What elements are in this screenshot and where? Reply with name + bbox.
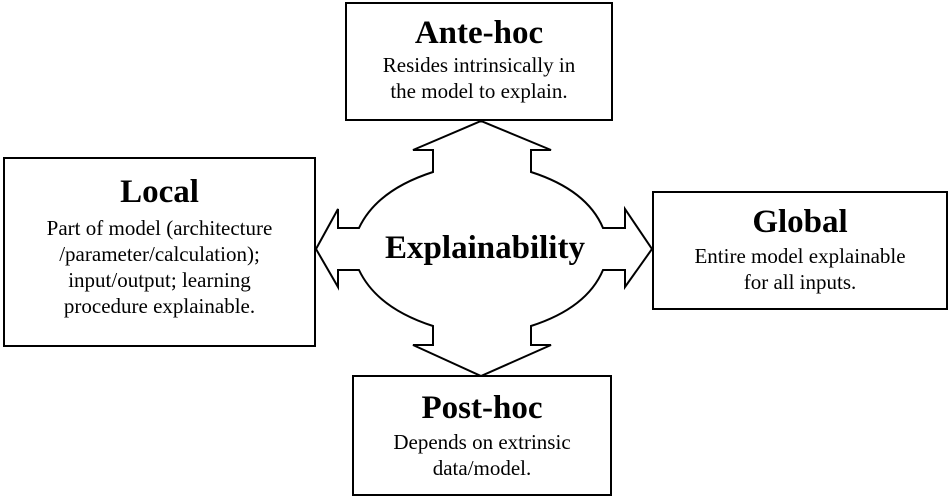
- local-desc-line-4: procedure explainable.: [63, 294, 256, 318]
- post-hoc-desc-line-1: Depends on extrinsic: [393, 430, 571, 454]
- ante-hoc-desc-line-2: the model to explain.: [390, 79, 568, 103]
- post-hoc-box: Post-hoc Depends on extrinsic data/model…: [352, 375, 612, 496]
- local-desc-line-3: input/output; learning: [68, 268, 251, 292]
- local-desc-line-2: /parameter/calculation);: [59, 242, 260, 266]
- global-desc-line-1: Entire model explainable: [694, 244, 906, 268]
- local-desc-line-1: Part of model (architecture: [46, 216, 273, 240]
- ante-hoc-title: Ante-hoc: [414, 15, 544, 51]
- ante-hoc-desc-line-1: Resides intrinsically in: [382, 53, 576, 77]
- global-title: Global: [752, 204, 848, 240]
- local-box: Local Part of model (architecture /param…: [3, 157, 316, 347]
- explainability-cross-arrow-shape: [314, 119, 654, 378]
- post-hoc-desc-line-2: data/model.: [432, 456, 532, 480]
- ante-hoc-box: Ante-hoc Resides intrinsically in the mo…: [345, 2, 613, 121]
- global-box: Global Entire model explainable for all …: [652, 191, 948, 310]
- global-desc-line-2: for all inputs.: [743, 270, 857, 294]
- explainability-label: Explainability: [385, 230, 585, 266]
- post-hoc-title: Post-hoc: [421, 390, 543, 426]
- local-title: Local: [120, 174, 199, 210]
